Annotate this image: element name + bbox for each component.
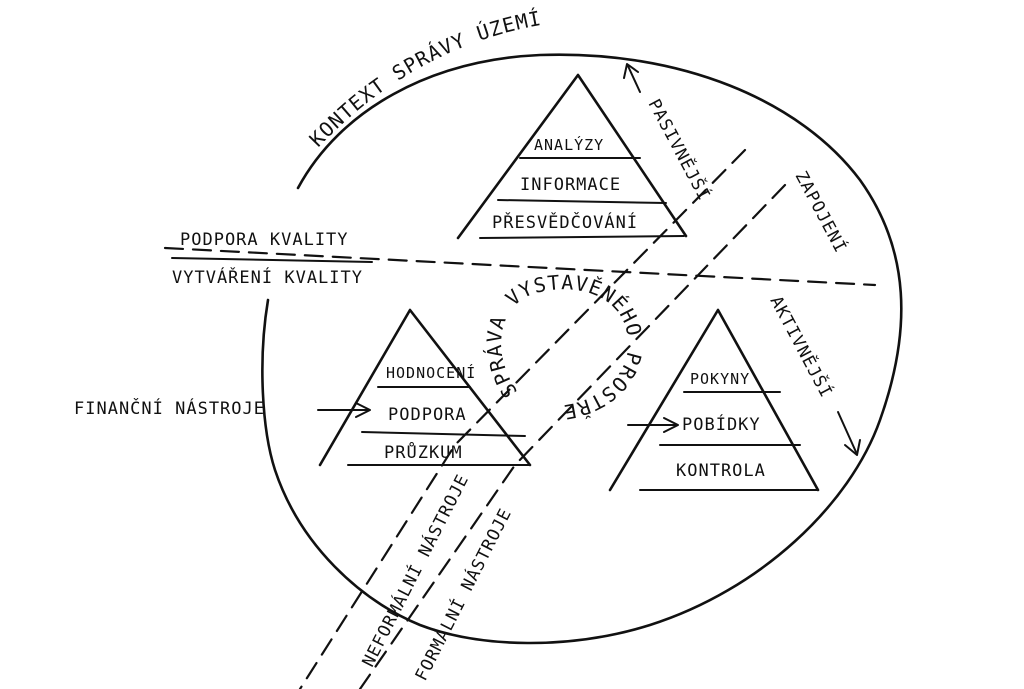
pyramid-left: HODNOCENÍ PODPORA PRŮZKUM	[318, 308, 532, 467]
pyramid-left-level-2: PODPORA	[388, 405, 467, 425]
quality-dashed-line	[163, 246, 877, 287]
pyramid-right: POKYNY POBÍDKY KONTROLA	[608, 308, 820, 492]
active-label: AKTIVNĚJŠÍ	[766, 292, 838, 402]
pyramid-left-level-1: HODNOCENÍ	[386, 363, 476, 382]
active-arrow	[837, 411, 861, 456]
outer-circle	[261, 53, 903, 645]
pyramid-right-level-1: POKYNY	[690, 370, 750, 388]
right-pyramid-arrow	[627, 417, 679, 433]
pyramid-right-level-3: KONTROLA	[676, 461, 766, 481]
passive-arrow	[623, 63, 641, 93]
quality-support-label: PODPORA KVALITY	[180, 230, 349, 250]
financial-arrow	[317, 402, 371, 418]
pyramid-top-level-3: PŘESVĚDČOVÁNÍ	[492, 211, 638, 233]
financial-label: FINANČNÍ NÁSTROJE	[74, 397, 265, 419]
quality-labels-divider	[171, 257, 373, 263]
engagement-label: ZAPOJENÍ	[791, 167, 853, 257]
pyramid-top-level-2: INFORMACE	[520, 175, 621, 195]
formal-informal-dashed-lines	[298, 148, 787, 689]
pyramid-right-level-2: POBÍDKY	[682, 413, 761, 435]
quality-creation-label: VYTVÁŘENÍ KVALITY	[172, 266, 363, 288]
pyramid-top: ANALÝZY INFORMACE PŘESVĚDČOVÁNÍ	[456, 73, 688, 240]
pyramid-top-level-1: ANALÝZY	[534, 135, 604, 154]
pyramid-left-level-3: PRŮZKUM	[384, 441, 463, 463]
